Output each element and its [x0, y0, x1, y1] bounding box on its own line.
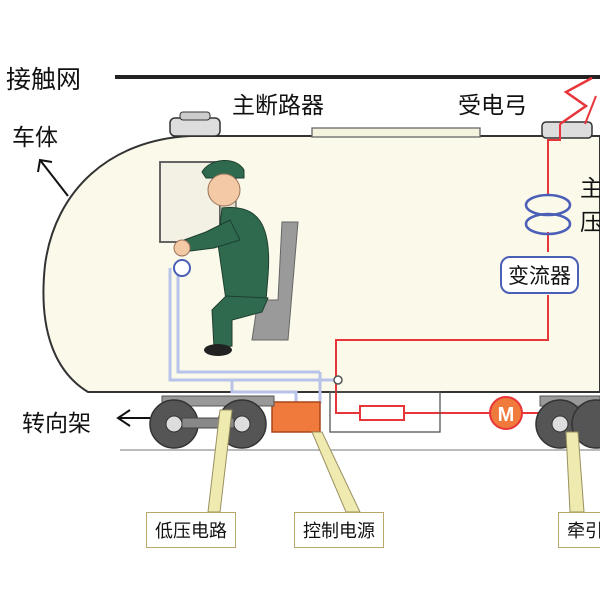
- left-bogie-frame: [161, 395, 275, 407]
- low-voltage-circuit-label: 低压电路: [146, 512, 236, 548]
- right-wheel-2: [571, 399, 600, 449]
- low-voltage-line-3: [230, 380, 298, 404]
- car-body-arrow: [39, 159, 69, 197]
- driver-legs: [211, 295, 269, 349]
- power-circuit-b: [335, 295, 549, 382]
- bogie-label: 转向架: [22, 411, 91, 437]
- right-wheel-1-hub: [551, 415, 569, 433]
- traction-motor: [489, 396, 523, 430]
- motor-label: M: [498, 404, 515, 426]
- main-breaker-label: 主断路器: [232, 93, 324, 119]
- catenary-label: 接触网: [6, 65, 82, 94]
- driver-hand: [173, 239, 191, 257]
- control-lever: [173, 259, 191, 277]
- left-axle: [181, 417, 235, 429]
- traction-label: 牵引: [558, 512, 600, 548]
- pantograph-arm-2: [584, 95, 597, 125]
- roof-strip: [311, 127, 481, 138]
- low-voltage-line-2: [176, 268, 320, 374]
- transformer-coil-bottom: [524, 212, 572, 236]
- low-voltage-node: [333, 375, 343, 385]
- driver-figure: [173, 160, 270, 356]
- converter-box: 变流器: [500, 256, 579, 294]
- car-body-arrowhead: [37, 158, 53, 173]
- control-power-box: [271, 401, 321, 433]
- callout-control-power: [311, 431, 361, 513]
- driver-shoe: [204, 344, 232, 356]
- main-breaker-cap: [179, 111, 211, 121]
- driver-seat: [251, 221, 299, 341]
- car-body-label: 车体: [12, 125, 58, 151]
- driver-cap: [201, 160, 245, 179]
- driver-head: [207, 173, 241, 207]
- circuit-device: [359, 405, 405, 421]
- main-transformer-label: 主 压: [580, 176, 600, 236]
- callout-traction: [565, 431, 585, 513]
- left-wheel-1-hub: [165, 415, 183, 433]
- low-voltage-line-1: [168, 268, 336, 382]
- left-wheel-2-hub: [233, 415, 251, 433]
- pantograph-base: [541, 121, 593, 139]
- power-circuit: [547, 124, 561, 196]
- control-power-label: 控制电源: [294, 512, 384, 548]
- pantograph-arm: [559, 76, 593, 126]
- undercarriage-box: [329, 391, 441, 433]
- pantograph-label: 受电弓: [458, 93, 527, 119]
- main-breaker-device: [169, 117, 221, 137]
- bogie-arrowhead: [116, 409, 131, 427]
- left-bogie: [149, 395, 275, 449]
